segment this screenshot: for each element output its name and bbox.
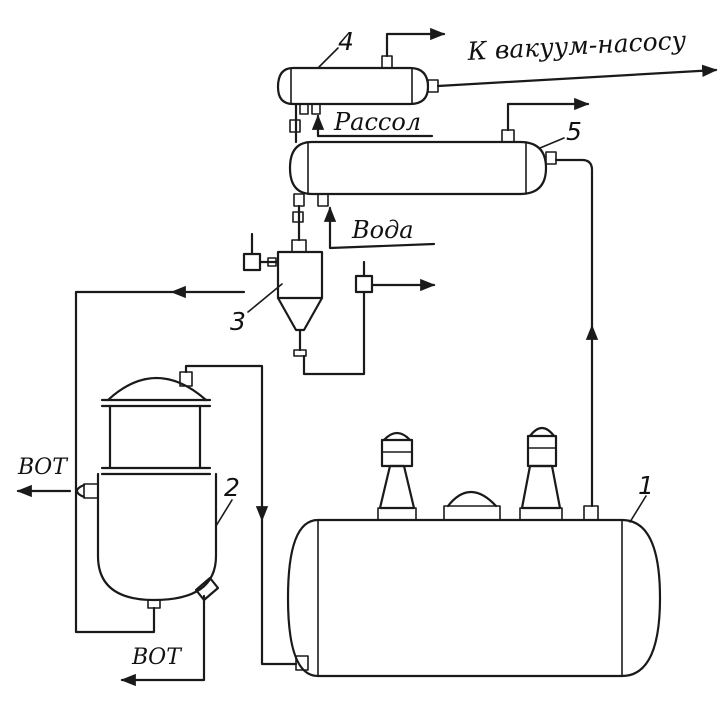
number-4-label: 4	[338, 27, 354, 56]
leader-1	[629, 495, 647, 523]
pipe-tank-to-condenser-5	[554, 158, 599, 508]
pipe-reactor-to-tank	[184, 364, 298, 666]
leader-4	[317, 47, 339, 69]
water-inlet	[323, 206, 436, 250]
separator-right-valve	[302, 260, 436, 376]
pipe-separator-to-reactor	[74, 285, 246, 634]
number-1-label: 1	[638, 471, 654, 500]
brine-label: Рассол	[333, 108, 421, 136]
vot-bottom-label: ВОТ	[131, 645, 183, 670]
brine-inlet	[311, 114, 434, 138]
leader-3	[247, 283, 283, 313]
vot-left-label: ВОТ	[17, 455, 69, 480]
reactor-2	[75, 371, 220, 609]
vot-bottom-inlet	[120, 594, 206, 687]
vacuum-line	[436, 64, 718, 88]
separator-3	[242, 204, 324, 357]
water-label: Вода	[351, 216, 414, 244]
condenser-4	[276, 55, 439, 115]
number-3-label: 3	[230, 307, 246, 336]
pipe-condenser-4-top	[385, 27, 446, 58]
pipe-condenser-5-top	[506, 97, 590, 132]
pipe-condenser-4-to-5	[289, 102, 301, 144]
leader-5	[539, 137, 565, 149]
vacuum-pump-label: К вакуум-насосу	[466, 26, 688, 66]
tank-1	[286, 426, 662, 678]
number-5-label: 5	[566, 117, 582, 146]
number-2-label: 2	[224, 473, 240, 502]
leader-2	[215, 499, 233, 527]
condenser-5	[288, 129, 557, 207]
